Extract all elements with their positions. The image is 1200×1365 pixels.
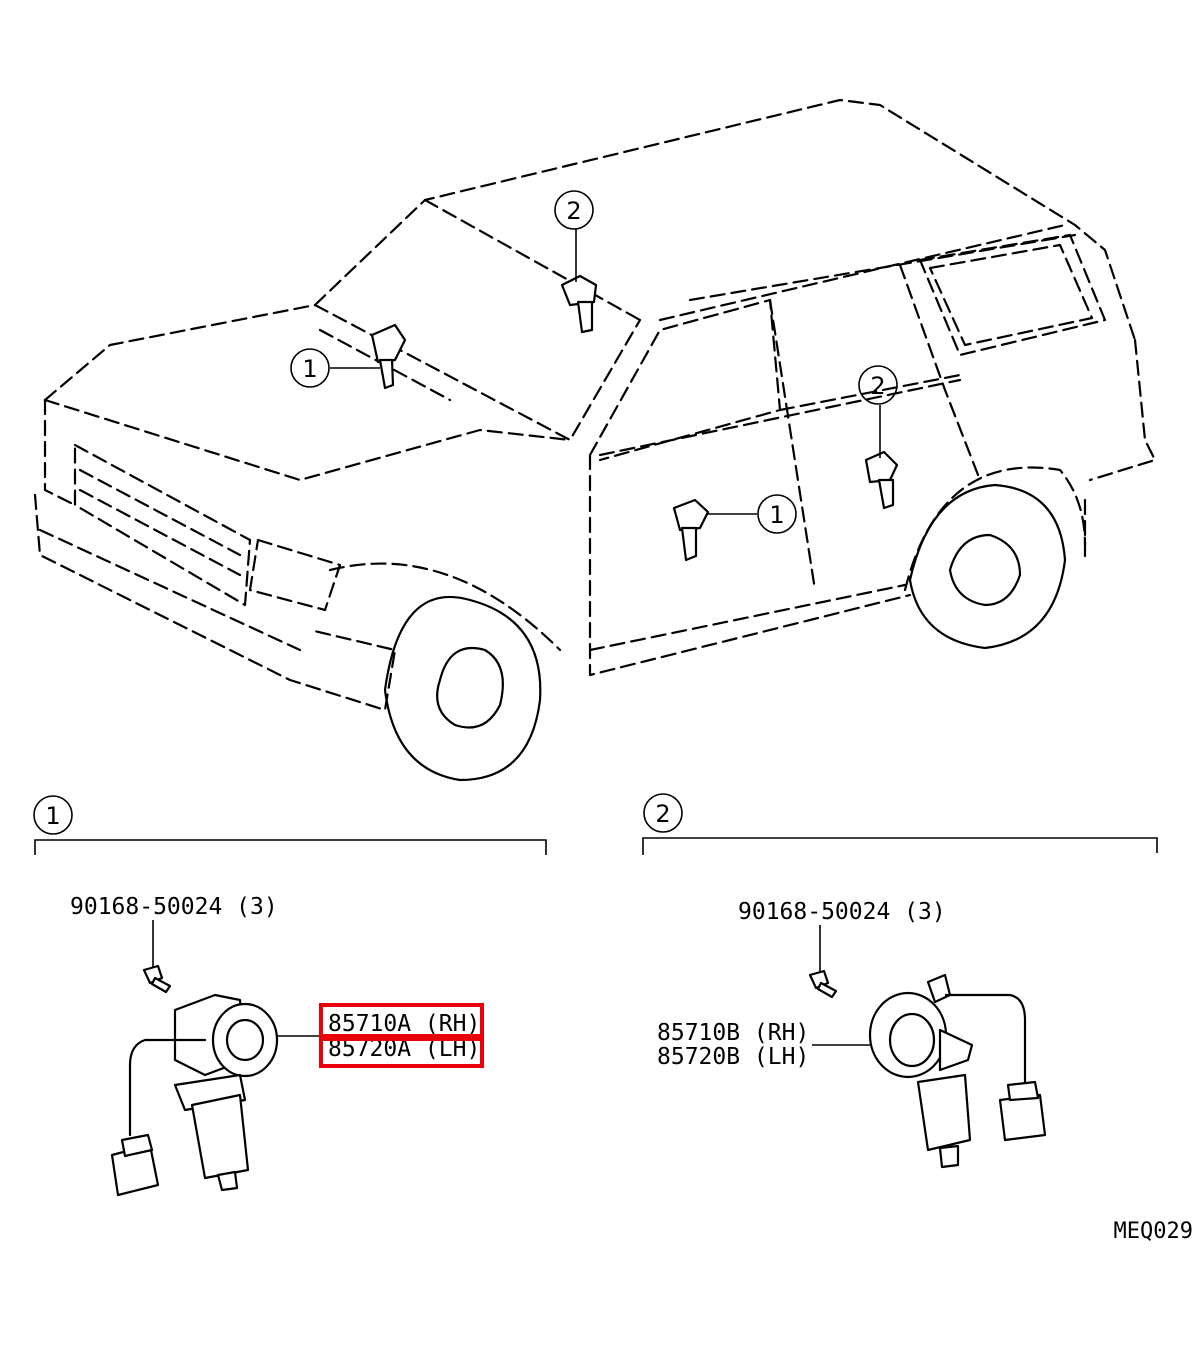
svg-text:1: 1 xyxy=(302,355,317,383)
svg-text:1: 1 xyxy=(769,501,784,529)
section-1-header: 1 xyxy=(33,795,547,855)
section-2-motor-rh-part-number[interactable]: 85710B (RH) xyxy=(657,1020,809,1046)
vehicle-outline xyxy=(33,98,1157,782)
section-2-motor-lh-part-number[interactable]: 85720B (LH) xyxy=(657,1044,809,1070)
callout-2-rear-door[interactable]: 2 xyxy=(858,365,898,405)
screw-icon xyxy=(142,964,172,994)
window-regulator-motor-b xyxy=(868,973,1047,1169)
window-regulator-motor-a xyxy=(110,993,279,1197)
svg-text:2: 2 xyxy=(566,197,581,225)
callout-1-front-left[interactable]: 1 xyxy=(290,348,330,388)
section-2-screw-part-number[interactable]: 90168-50024 (3) xyxy=(738,899,946,925)
highlight-box-rh xyxy=(319,1003,484,1041)
motor-marker-front-left xyxy=(370,323,407,390)
screw-icon xyxy=(808,969,838,999)
section-1-screw-part-number[interactable]: 90168-50024 (3) xyxy=(70,894,278,920)
callout-1-front-door[interactable]: 1 xyxy=(757,494,797,534)
highlight-box-lh xyxy=(319,1034,484,1068)
motor-marker-rear-door xyxy=(864,450,899,510)
section-1-motor-rh-part-number[interactable]: 85710A (RH) xyxy=(328,1011,480,1037)
svg-text:2: 2 xyxy=(870,372,885,400)
callout-2-rear-roof[interactable]: 2 xyxy=(554,190,594,230)
motor-marker-front-door xyxy=(672,498,710,562)
section-2-header: 2 xyxy=(642,793,1158,855)
section-2-number: 2 xyxy=(655,800,670,828)
motor-marker-rear-roof xyxy=(560,274,598,334)
section-1-number: 1 xyxy=(45,802,60,830)
diagram-code: MEQ029 xyxy=(1114,1219,1193,1244)
